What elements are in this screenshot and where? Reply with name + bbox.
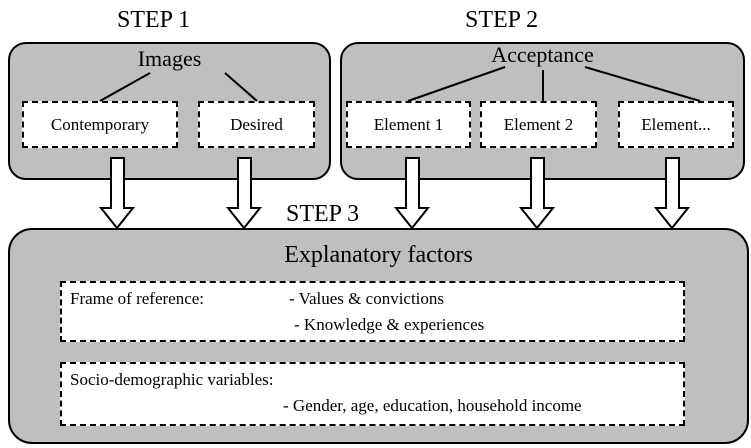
frame-item-knowledge: - Knowledge & experiences: [294, 315, 485, 334]
frame-item-values: - Values & convictions: [289, 289, 445, 308]
socio-demographic-label: Socio-demographic variables:: [70, 370, 274, 389]
arrow-desired-down: [225, 157, 263, 230]
socio-item-demographics: - Gender, age, education, household inco…: [283, 396, 582, 415]
connector-images-desired: [224, 72, 258, 102]
connector-acceptance-element1: [407, 66, 506, 102]
explanatory-factors-title: Explanatory factors: [284, 242, 473, 268]
step2-label: STEP 2: [465, 7, 539, 33]
step1-label: STEP 1: [117, 7, 191, 33]
connector-images-contemporary: [99, 72, 151, 102]
frame-of-reference-label: Frame of reference:: [70, 289, 205, 308]
desired-box: Desired: [198, 101, 315, 148]
connector-acceptance-element-more: [584, 66, 701, 102]
arrow-element-more-down: [653, 157, 691, 230]
acceptance-title: Acceptance: [491, 42, 594, 67]
arrow-element1-down: [393, 157, 431, 230]
socio-demographic-box: Socio-demographic variables: - Gender, a…: [60, 362, 685, 426]
images-title: Images: [137, 46, 202, 71]
contemporary-box: Contemporary: [22, 101, 178, 148]
frame-of-reference-box: Frame of reference: - Values & convictio…: [60, 281, 685, 342]
element-1-box: Element 1: [346, 101, 471, 148]
arrow-contemporary-down: [98, 157, 136, 230]
step3-label: STEP 3: [286, 201, 360, 227]
element-more-box: Element...: [618, 101, 734, 148]
arrow-element2-down: [518, 157, 556, 230]
element-2-box: Element 2: [480, 101, 597, 148]
